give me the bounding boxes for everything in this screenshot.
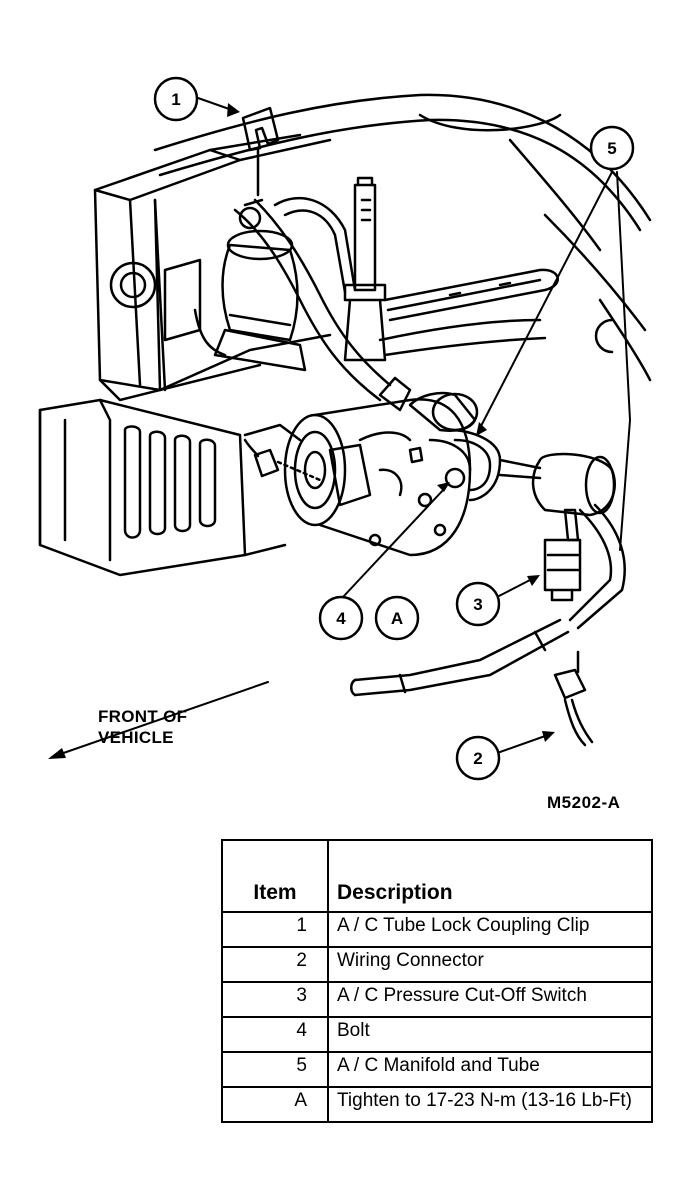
coupling-clip [241,106,280,197]
callout-a-label: A [391,609,403,628]
legend-description-cell: A / C Tube Lock Coupling Clip [327,911,653,948]
callout-4-label: 4 [336,609,346,628]
callout-1-label: 1 [171,90,180,109]
engine-compartment-illustration: 1 5 4 A 3 2 [38,76,652,781]
liquid-line [350,503,626,697]
legend-item-cell: 1 [221,911,329,948]
engine-block-outline [153,93,652,382]
callout-3: 3 [455,581,501,627]
radiator-support [93,133,332,402]
compressor-clutch-connector [243,438,322,482]
callout-2-label: 2 [473,749,482,768]
front-label-line1: FRONT OF [98,707,188,726]
leader-lines [197,97,631,753]
figure-code: M5202-A [547,793,621,812]
callout-2: 2 [455,735,501,781]
front-direction-arrow [48,681,269,759]
pressure-cutoff-switch [543,508,582,602]
legend-header-description: Description [327,839,653,913]
table-row: A Tighten to 17-23 N-m (13-16 Lb-Ft) [221,1086,653,1123]
front-label-line2: VEHICLE [98,728,174,747]
table-row: 4 Bolt [221,1016,653,1053]
front-of-vehicle-label: FRONT OF VEHICLE [98,706,187,748]
radiator-grille [38,398,302,577]
callout-5-label: 5 [607,139,616,158]
ac-compressor [283,398,472,557]
legend-item-cell: A [221,1086,329,1123]
legend-item-cell: 4 [221,1016,329,1053]
callout-5: 5 [589,125,635,171]
legend-description-cell: Tighten to 17-23 N-m (13-16 Lb-Ft) [327,1086,653,1123]
callout-1: 1 [153,76,199,122]
ac-tubes-upper [273,176,559,362]
callout-a: A [374,595,420,641]
legend-description-cell: Wiring Connector [327,946,653,983]
legend-header-row: Item Description [221,839,653,913]
legend-item-cell: 5 [221,1051,329,1088]
table-row: 5 A / C Manifold and Tube [221,1051,653,1088]
table-row: 3 A / C Pressure Cut-Off Switch [221,981,653,1018]
table-row: 1 A / C Tube Lock Coupling Clip [221,911,653,948]
table-row: 2 Wiring Connector [221,946,653,983]
legend-description-cell: A / C Pressure Cut-Off Switch [327,981,653,1018]
legend-description-cell: Bolt [327,1016,653,1053]
suction-hose [233,198,412,412]
legend-header-item: Item [221,839,329,913]
callout-3-label: 3 [473,595,482,614]
legend-description-cell: A / C Manifold and Tube [327,1051,653,1088]
legend-item-cell: 2 [221,946,329,983]
wiring-connector [553,650,594,747]
manifold-and-tube [408,391,617,517]
leader-arrowheads [227,103,555,742]
legend-item-cell: 3 [221,981,329,1018]
legend-table: Item Description 1 A / C Tube Lock Coupl… [221,839,653,1123]
callout-4: 4 [318,595,364,641]
